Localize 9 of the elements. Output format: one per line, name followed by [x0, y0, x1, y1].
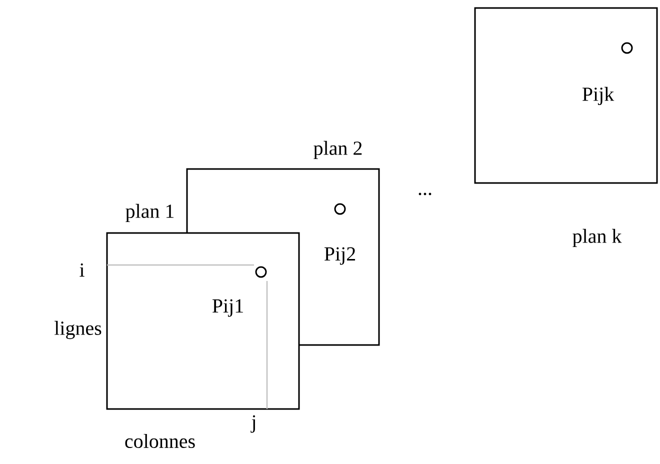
plane-label: plan 2 [314, 140, 362, 160]
axis-label: colonnes [125, 434, 195, 448]
point-label: Pijk [582, 86, 614, 106]
row-index-label: i [80, 263, 84, 277]
point-label: Pij2 [324, 247, 356, 265]
ellipsis-label: ... [418, 192, 432, 196]
point-label: Pij1 [212, 299, 243, 317]
plane-label: plan 1 [126, 204, 174, 222]
plane-label: plan k [572, 228, 622, 248]
